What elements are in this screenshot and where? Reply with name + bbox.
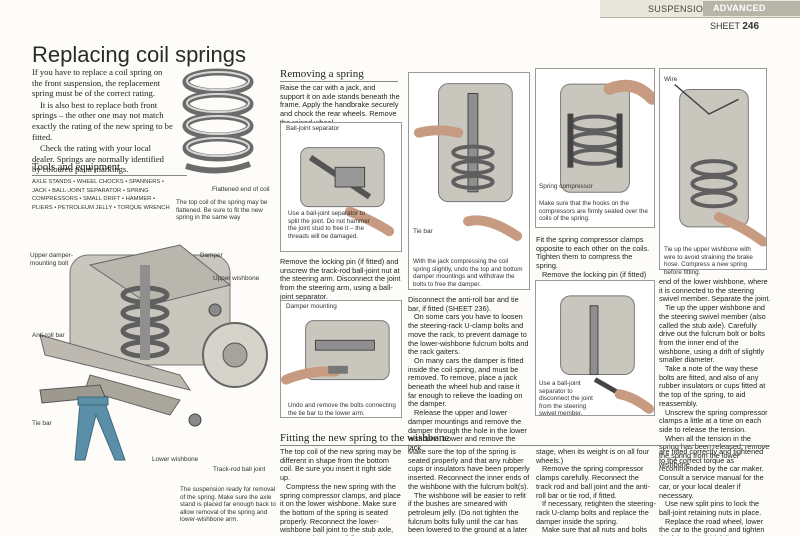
- coil-spring-illustration: [178, 68, 258, 178]
- wire-label: Wire: [664, 76, 678, 83]
- tools-line: PLIERS • PETROLEUM JELLY • TORQUE WRENCH: [32, 205, 170, 212]
- sheet-number: SHEET 246: [710, 21, 759, 32]
- illustration-damper-removal: [408, 72, 530, 290]
- removing-col3-paragraph: On many cars the damper is fitted inside…: [408, 355, 524, 409]
- intro-paragraph: Check the rating with your local dealer.…: [32, 143, 164, 175]
- illustration-tie-bar-bolts: [280, 300, 402, 418]
- fitting-paragraph: Use new split pins to lock the ball-join…: [659, 499, 762, 517]
- fitting-paragraph: stage, when its weight is on all four wh…: [536, 447, 650, 465]
- tools-list: AXLE STANDS • WHEEL CHOCKS • SPANNERS • …: [32, 178, 192, 213]
- removing-col3-paragraph: Release the upper and lower damper mount…: [408, 408, 527, 452]
- fitting-rule: [280, 445, 770, 446]
- spring-caption: The top coil of the spring may be flatte…: [176, 199, 268, 222]
- fitting-col3: stage, when its weight is on all four wh…: [536, 447, 656, 535]
- removing-col3-paragraph: Disconnect the anti-roll bar and tie bar…: [408, 295, 519, 313]
- removing-col5-paragraph: Take a note of the way these bolts are f…: [659, 364, 766, 408]
- sheet-label: SHEET: [710, 21, 740, 31]
- sheet-value: 246: [742, 21, 760, 32]
- tie-bar-label: Tie bar: [32, 420, 52, 427]
- damper-caption: With the jack compressing the coil sprin…: [413, 258, 523, 288]
- removing-col3-paragraph: On some cars you have to loosen the stee…: [408, 312, 529, 357]
- fitting-paragraph: Make sure the top of the spring is seate…: [408, 447, 530, 491]
- tie-bar-caption: Undo and remove the bolts connecting the…: [288, 402, 396, 417]
- fitting-paragraph: Remove the spring compressor clamps care…: [536, 464, 650, 500]
- removing-col4-paragraph: Fit the spring compressor clamps opposit…: [536, 235, 650, 271]
- track-rod-label: Track-rod ball joint: [213, 466, 266, 473]
- fitting-paragraph: Replace the road wheel, lower the car to…: [659, 516, 765, 536]
- fitting-col2: Make sure the top of the spring is seate…: [408, 447, 530, 535]
- illustration-ball-joint-separator: [280, 122, 402, 252]
- removing-step2: Remove the locking pin (if fitted) and u…: [280, 257, 401, 301]
- removing-col5-paragraph: Tie up the upper wishbone and the steeri…: [659, 303, 766, 365]
- removing-col3: Disconnect the anti-roll bar and tie bar…: [408, 295, 530, 453]
- fitting-paragraph: are fitted correctly and tightened to th…: [659, 447, 764, 500]
- fitting-col4: are fitted correctly and tightened to th…: [659, 447, 771, 536]
- fitting-heading: Fitting the new spring to the wishbone: [280, 432, 450, 444]
- level-tab[interactable]: ADVANCED: [703, 1, 800, 16]
- upper-wishbone-label: Upper wishbone: [213, 275, 260, 282]
- fitting-col1: The top coil of the new spring may be di…: [280, 447, 402, 536]
- upper-damper-bolt-label: Upper damper-mounting bolt: [30, 252, 73, 267]
- intro-text: If you have to replace a coil spring on …: [32, 67, 174, 176]
- illustration-lower-ball-joint: [535, 280, 655, 416]
- removing-intro: Raise the car with a jack, and support i…: [280, 83, 400, 126]
- suspension-assembly-illustration: [30, 225, 270, 465]
- wire-caption: Tie up the upper wishbone with wire to a…: [664, 246, 753, 276]
- removing-heading: Removing a spring: [280, 68, 364, 80]
- fitting-paragraph: Compress the new spring with the spring …: [280, 481, 401, 536]
- damper-label: Damper: [200, 252, 223, 259]
- removing-col5-paragraph: end of the lower wishbone, where it is c…: [659, 277, 771, 304]
- fitting-paragraph: The top coil of the new spring may be di…: [280, 447, 402, 483]
- tools-line: AXLE STANDS • WHEEL CHOCKS • SPANNERS •: [32, 179, 164, 185]
- illustration-spring-compressor: [535, 68, 655, 228]
- lower-joint-caption: Use a ball-joint separator to disconnect…: [539, 380, 593, 418]
- removing-rule: [280, 81, 398, 82]
- page-title: Replacing coil springs: [32, 42, 246, 67]
- spring-compressor-label: Spring compressor: [539, 183, 593, 190]
- spring-end-label: Flattened end of coil: [212, 186, 270, 193]
- anti-roll-bar-label: Anti-roll bar: [32, 332, 65, 339]
- section-tab[interactable]: SUSPENSION: [648, 4, 711, 14]
- assembly-caption: The suspension ready for removal of the …: [180, 486, 276, 524]
- ball-joint-caption: Use a ball-joint separator to split the …: [288, 210, 370, 240]
- ball-joint-separator-label: Ball-joint separator: [286, 125, 340, 132]
- compressor-caption: Make sure that the hooks on the compress…: [539, 200, 648, 223]
- fitting-paragraph: Make sure that all nuts and bolts: [542, 525, 648, 535]
- removing-col5-paragraph: When all the tension in the spring has b…: [659, 433, 770, 469]
- removing-col5-paragraph: Unscrew the spring compressor clamps a l…: [659, 407, 768, 434]
- intro-paragraph: If you have to replace a coil spring on …: [32, 67, 163, 99]
- lower-wishbone-label: Lower wishbone: [152, 456, 199, 463]
- tools-line: JACK • BALL-JOINT SEPARATOR • SPRING: [32, 187, 149, 194]
- tools-line: COMPRESSORS • SMALL DRIFT • HAMMER •: [32, 196, 156, 203]
- fitting-paragraph: The wishbone will be easier to refit if …: [408, 490, 528, 535]
- intro-paragraph: It is also best to replace both front sp…: [32, 99, 173, 142]
- tools-heading: Tools and equipment: [32, 162, 187, 176]
- removing-col5: end of the lower wishbone, where it is c…: [659, 277, 771, 469]
- fitting-paragraph: If necessary, retighten the steering-rac…: [536, 499, 656, 526]
- tie-bar-panel-label: Tie bar: [413, 228, 433, 235]
- illustration-wire-tie: [659, 68, 767, 270]
- damper-mounting-label: Damper mounting: [286, 303, 337, 310]
